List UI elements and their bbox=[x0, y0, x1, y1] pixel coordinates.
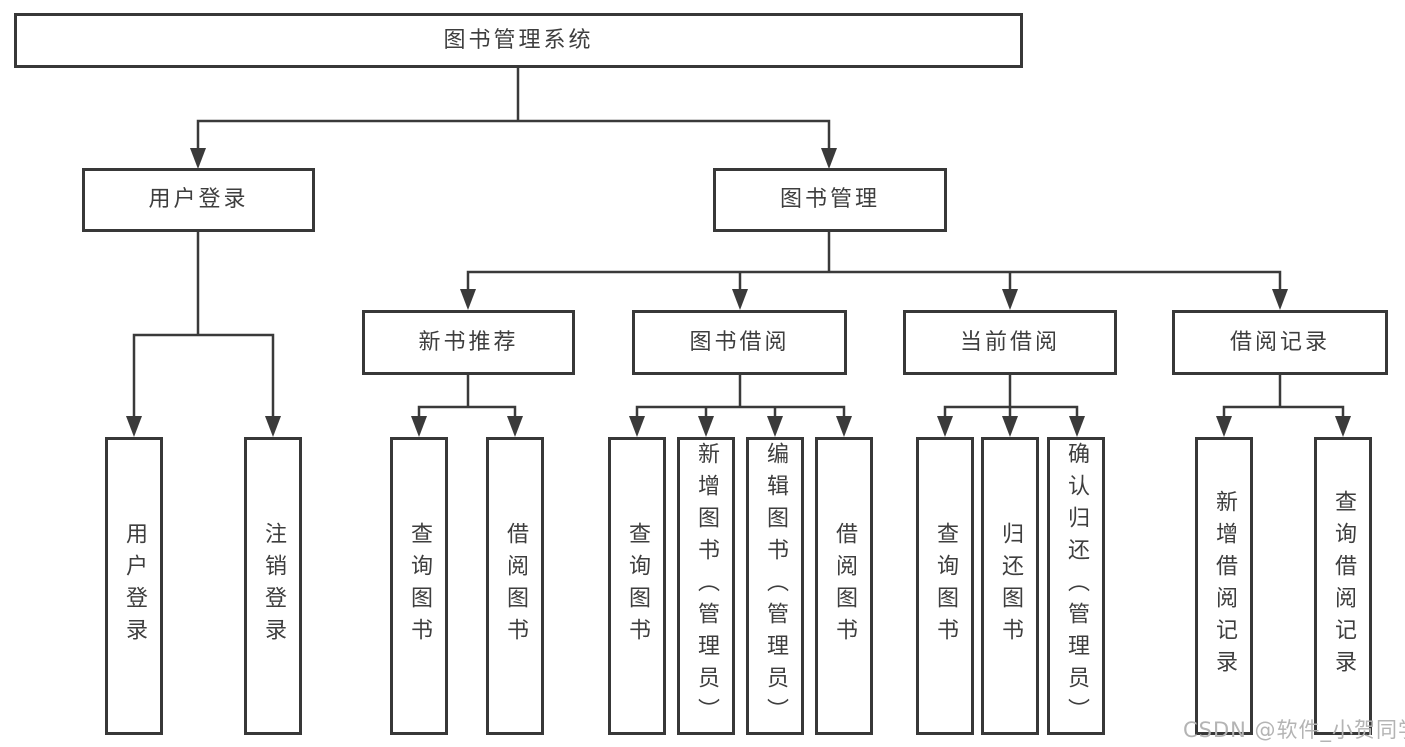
node-label: 查询图书 bbox=[625, 522, 650, 650]
node-label: 注销登录 bbox=[261, 522, 286, 650]
node-label: 借阅图书 bbox=[832, 522, 857, 650]
node-label: 当前借阅 bbox=[959, 329, 1060, 355]
node-label: 查询图书 bbox=[933, 522, 958, 650]
node-library-management-system: 图书管理系统 bbox=[14, 13, 1023, 68]
node-add-book-admin: 新增图书（管理员） bbox=[677, 437, 735, 735]
node-label: 编辑图书（管理员） bbox=[763, 442, 788, 730]
node-label: 新增图书（管理员） bbox=[694, 442, 719, 730]
node-query-borrow-record: 查询借阅记录 bbox=[1314, 437, 1372, 735]
node-add-borrow-record: 新增借阅记录 bbox=[1195, 437, 1253, 735]
node-user-login: 用户登录 bbox=[82, 168, 315, 232]
node-confirm-return-admin: 确认归还（管理员） bbox=[1047, 437, 1105, 735]
node-label: 确认归还（管理员） bbox=[1064, 442, 1089, 730]
node-label: 新书推荐 bbox=[418, 329, 519, 355]
connector-paths bbox=[132, 64, 1345, 420]
node-query-books-recommend: 查询图书 bbox=[390, 437, 448, 735]
node-user-login-action: 用户登录 bbox=[105, 437, 163, 735]
node-label: 图书借阅 bbox=[689, 329, 790, 355]
node-edit-book-admin: 编辑图书（管理员） bbox=[746, 437, 804, 735]
node-return-books: 归还图书 bbox=[981, 437, 1039, 735]
node-label: 借阅图书 bbox=[503, 522, 528, 650]
node-label: 归还图书 bbox=[998, 522, 1023, 650]
node-current-borrowing: 当前借阅 bbox=[903, 310, 1117, 375]
node-book-borrowing: 图书借阅 bbox=[632, 310, 847, 375]
node-label: 新增借阅记录 bbox=[1212, 490, 1237, 682]
node-label: 用户登录 bbox=[148, 187, 249, 212]
node-book-management: 图书管理 bbox=[713, 168, 947, 232]
node-label: 查询借阅记录 bbox=[1331, 490, 1356, 682]
node-borrowing-records: 借阅记录 bbox=[1172, 310, 1388, 375]
node-borrow-books-action: 借阅图书 bbox=[815, 437, 873, 735]
node-logout-action: 注销登录 bbox=[244, 437, 302, 735]
node-label: 借阅记录 bbox=[1229, 329, 1330, 355]
arrowheads bbox=[126, 148, 1351, 437]
node-borrow-books-recommend: 借阅图书 bbox=[486, 437, 544, 735]
node-label: 用户登录 bbox=[122, 522, 147, 650]
node-query-books-borrow: 查询图书 bbox=[608, 437, 666, 735]
node-label: 图书管理 bbox=[779, 187, 880, 212]
node-label: 图书管理系统 bbox=[443, 27, 594, 53]
node-query-books-current: 查询图书 bbox=[916, 437, 974, 735]
node-new-book-recommend: 新书推荐 bbox=[362, 310, 575, 375]
node-label: 查询图书 bbox=[407, 522, 432, 650]
csdn-watermark: CSDN @软件_小贺同学 bbox=[1183, 718, 1405, 742]
